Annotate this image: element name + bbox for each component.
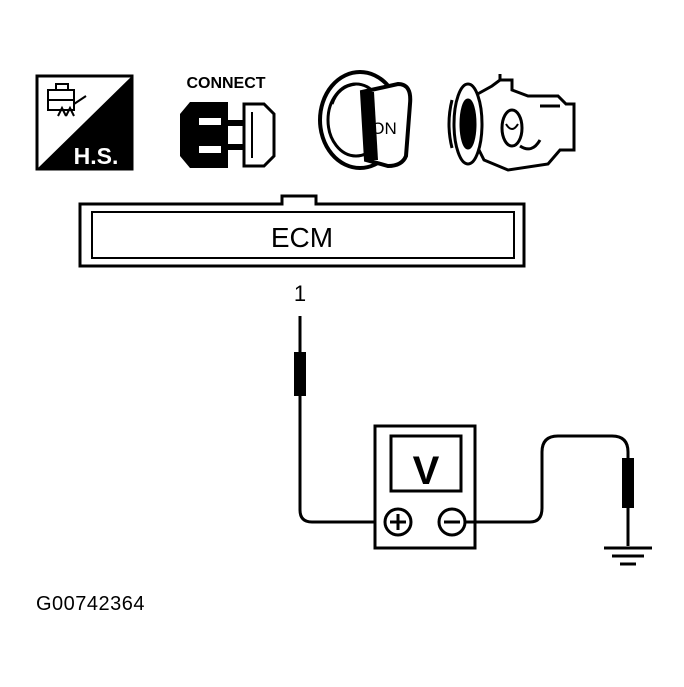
ecm-module: ECM — [78, 194, 526, 268]
hs-icon: H.S. — [35, 74, 134, 171]
meter-display-label: V — [413, 449, 440, 493]
connect-icon: CONNECT — [180, 75, 276, 168]
ground-icon — [604, 546, 652, 566]
engine-icon — [447, 74, 576, 172]
positive-probe-lead — [294, 316, 385, 524]
negative-probe-lead — [465, 434, 634, 546]
ignition-label: ON — [371, 119, 397, 138]
hs-label: H.S. — [74, 143, 119, 169]
ignition-on-icon: ON — [318, 70, 413, 170]
voltmeter: V — [373, 424, 477, 550]
negative-terminal-icon — [437, 507, 467, 537]
terminal-number: 1 — [294, 281, 306, 306]
ecm-label: ECM — [271, 222, 333, 253]
figure-id: G00742364 — [36, 593, 146, 615]
connect-label: CONNECT — [186, 75, 265, 92]
hs-connector-icon — [47, 83, 87, 117]
positive-terminal-icon — [383, 507, 413, 537]
